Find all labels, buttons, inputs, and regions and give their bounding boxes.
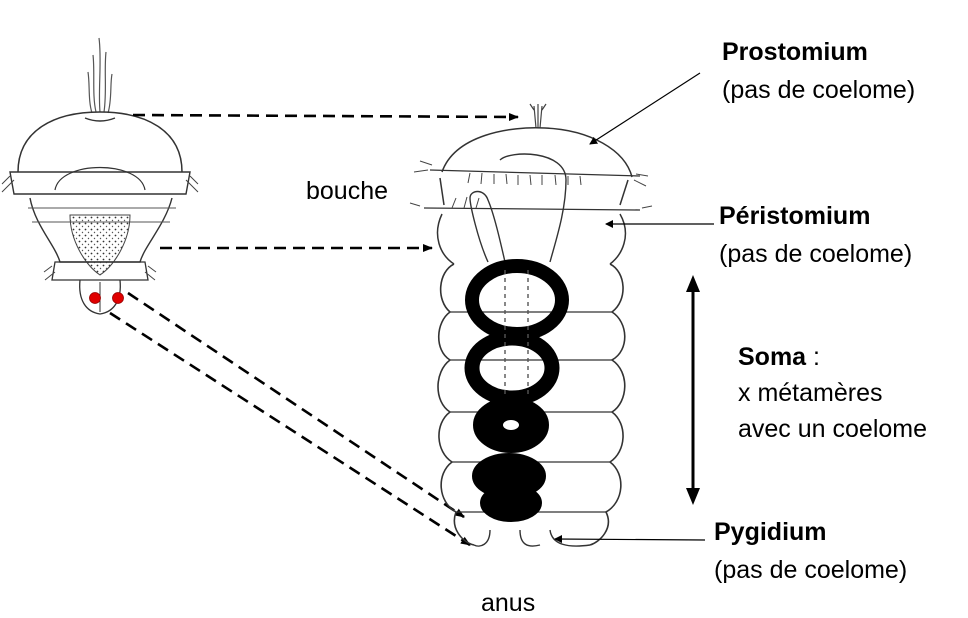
anus-label: anus [481, 589, 536, 617]
pygidium-label: Pygidium [714, 518, 827, 546]
correspondence-arrows [109, 112, 519, 547]
gut-dashed [504, 270, 529, 395]
arrow-telotroch-to-pygidium-1 [127, 291, 465, 519]
arrow-telotroch-to-pygidium-2 [109, 311, 471, 547]
peristomium-shape [436, 213, 627, 265]
prostomium-shape [441, 126, 633, 178]
bouche-label: bouche [306, 177, 389, 205]
soma-colon: : [806, 343, 820, 371]
larva-eye-left [89, 292, 101, 304]
peristomium-note: (pas de coelome) [719, 240, 913, 268]
coelom-cavities [464, 259, 569, 522]
soma-label: Soma [738, 343, 807, 371]
coelom-2 [464, 330, 560, 406]
trochophore-larva [1, 37, 199, 315]
arrow-tuft-to-prostomium [132, 112, 519, 121]
apical-tuft [87, 37, 113, 114]
prostomium-label: Prostomium [722, 38, 868, 66]
prototroch-band [9, 171, 191, 195]
pygidium-note: (pas de coelome) [714, 556, 908, 584]
soma-line-2: x métamères [738, 379, 883, 407]
soma-outline [437, 263, 626, 546]
larva-episphere [17, 111, 183, 173]
peristomium-label: Péristomium [719, 202, 871, 230]
larva-eye-right [112, 292, 124, 304]
pygidium-shape [473, 529, 591, 547]
soma-line-3: avec un coelome [738, 415, 928, 443]
annelid-body [409, 103, 653, 547]
label-pointers [554, 72, 714, 544]
soma-heading: Soma : [738, 342, 820, 372]
prostomium-note: (pas de coelome) [722, 76, 916, 104]
coelom-1 [465, 259, 569, 341]
pointer-prostomium [589, 72, 701, 145]
soma-extent-arrow [686, 275, 700, 505]
prostomium-tuft [529, 103, 547, 129]
pointer-pygidium [554, 535, 706, 544]
